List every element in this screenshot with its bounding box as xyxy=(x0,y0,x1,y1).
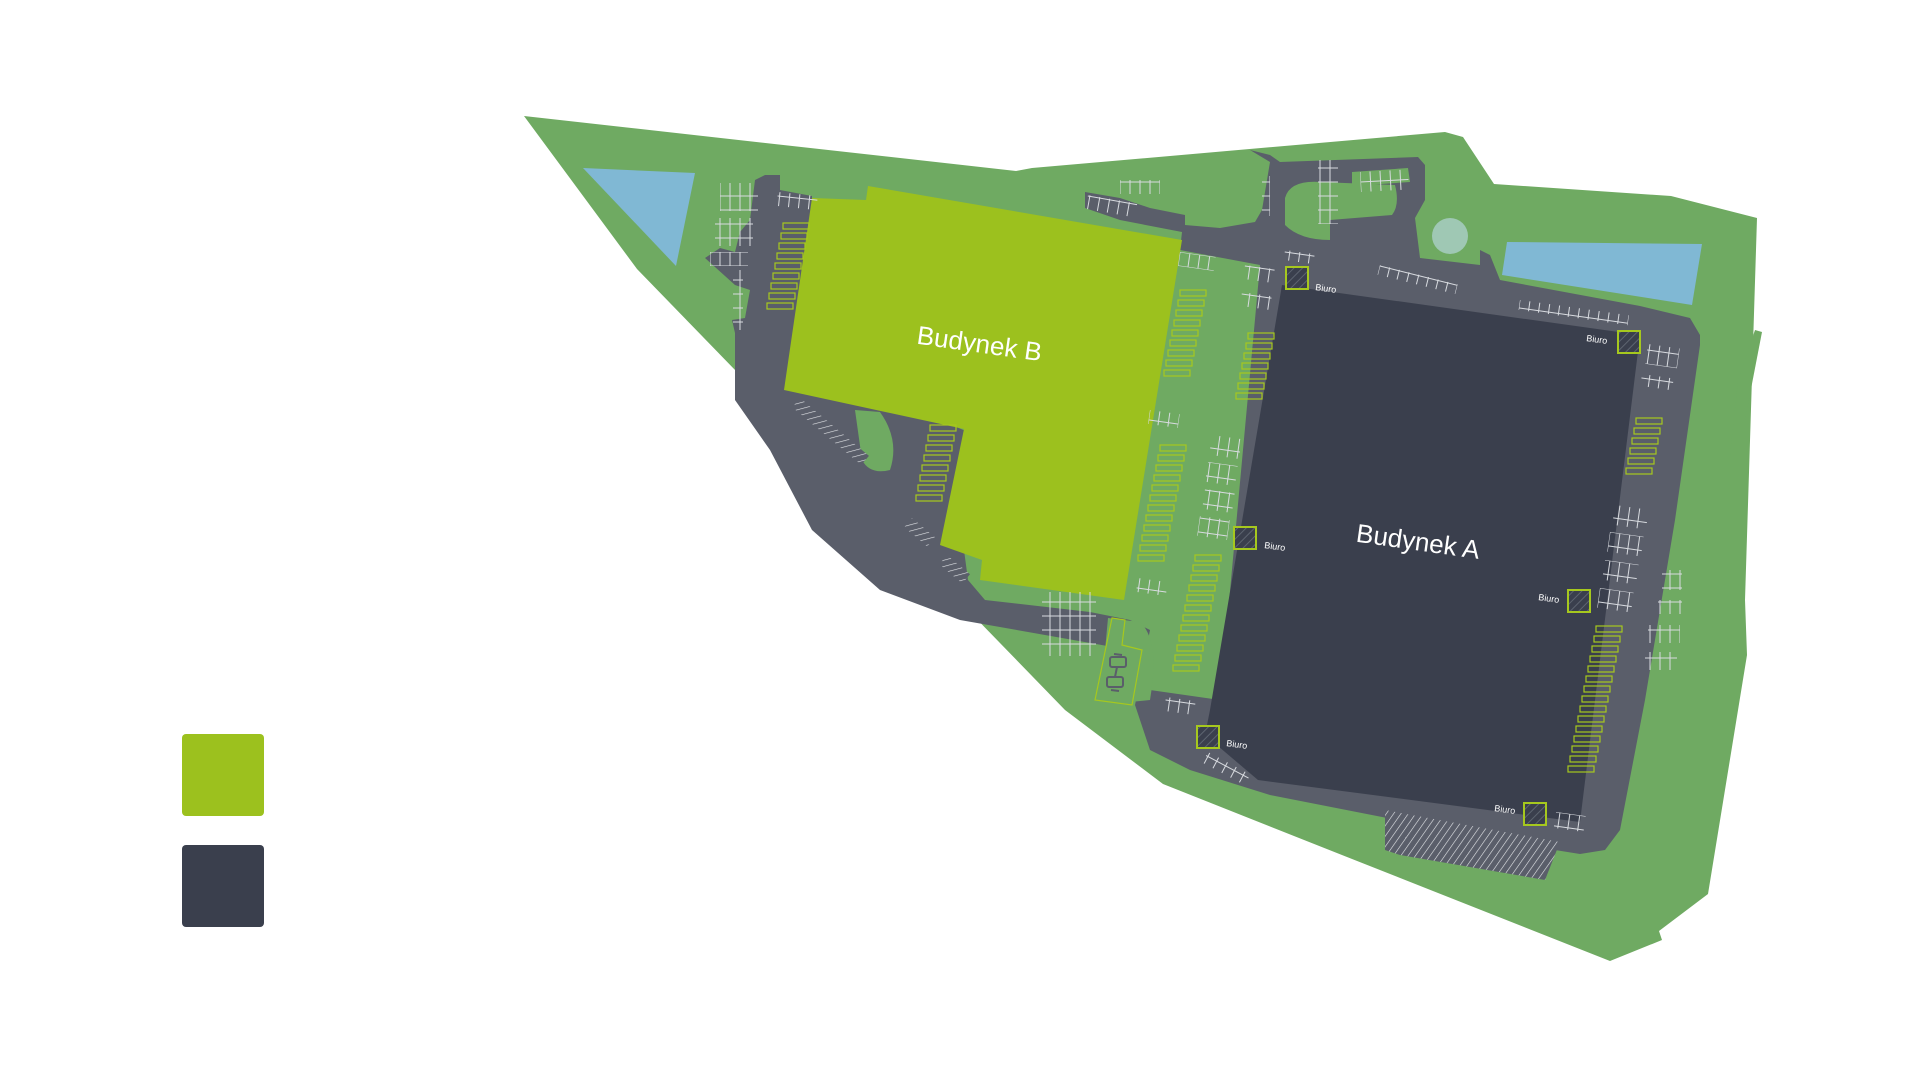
building-b xyxy=(784,186,1182,600)
svg-text:Biuro: Biuro xyxy=(1586,333,1608,346)
office-marker: Biuro xyxy=(1285,266,1337,295)
island-north xyxy=(1285,181,1397,240)
office-marker: Biuro xyxy=(1494,802,1547,826)
legend-swatch-building-b xyxy=(182,734,264,816)
svg-text:Biuro: Biuro xyxy=(1226,738,1248,751)
retention-circle xyxy=(1432,218,1468,254)
parking-stalls xyxy=(710,160,1682,833)
svg-text:Biuro: Biuro xyxy=(1538,592,1560,605)
pond-west xyxy=(583,168,695,266)
gym-area xyxy=(1094,617,1143,706)
site-ground-strip xyxy=(1730,330,1762,455)
office-marker: Biuro xyxy=(1538,589,1591,613)
office-marker: Biuro xyxy=(1586,330,1641,354)
legend-swatch-building-a xyxy=(182,845,264,927)
building-a xyxy=(1205,285,1640,822)
pond-east xyxy=(1502,242,1702,305)
svg-text:Biuro: Biuro xyxy=(1264,540,1286,553)
office-marker: Biuro xyxy=(1233,526,1286,553)
svg-text:Biuro: Biuro xyxy=(1494,803,1516,816)
parking-diagonal xyxy=(792,398,1560,880)
dumbbell-icon xyxy=(1106,653,1127,692)
svg-text:Biuro: Biuro xyxy=(1315,282,1337,295)
truck-bays xyxy=(766,222,1663,773)
office-marker: Biuro xyxy=(1196,725,1248,751)
